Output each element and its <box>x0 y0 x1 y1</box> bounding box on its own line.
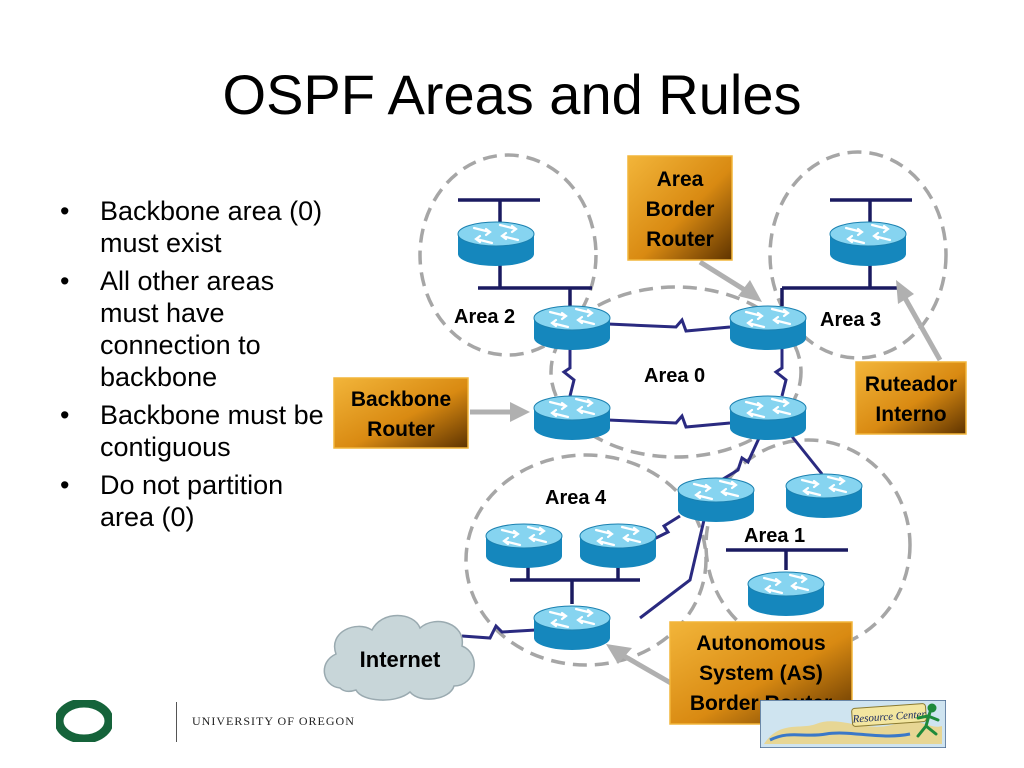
callout-backbone-router: Backbone Router <box>333 377 469 449</box>
logo-divider <box>176 702 177 742</box>
area0-label: Area 0 <box>644 365 705 387</box>
area4-label: Area 4 <box>545 487 607 509</box>
bullet-item: • Backbone must be contiguous <box>58 399 328 463</box>
bullet-text: Do not partition area (0) <box>100 470 284 532</box>
bullet-dot: • <box>60 400 70 430</box>
uo-o-icon <box>56 700 112 742</box>
internet-cloud <box>323 614 475 701</box>
callout-asbr-line2: System (AS) <box>699 662 823 685</box>
resource-center-label: Resource Center <box>851 708 927 725</box>
callout-asbr-line1: Autonomous <box>696 632 825 655</box>
area2-label: Area 2 <box>454 306 515 328</box>
area3-boundary <box>768 150 948 360</box>
internet-label: Internet <box>360 647 441 672</box>
slide-title: OSPF Areas and Rules <box>222 63 802 126</box>
router-area4-a <box>484 522 564 570</box>
callout-internal-line1: Ruteador <box>865 373 957 396</box>
router-asbr <box>532 604 612 652</box>
resource-center-badge: Resource Center <box>760 700 946 748</box>
bullet-text: Backbone area (0) must exist <box>100 196 323 258</box>
area2-boundary <box>418 153 598 357</box>
callout-backbone-line1: Backbone <box>351 388 451 411</box>
bullet-dot: • <box>60 196 70 226</box>
callout-internal-line2: Interno <box>875 403 946 426</box>
university-name: UNIVERSITY OF OREGON <box>192 714 355 728</box>
bullet-item: • All other areas must have connection to… <box>58 265 328 393</box>
bullet-dot: • <box>60 470 70 500</box>
router-area3-internal <box>828 220 908 268</box>
bullet-list: • Backbone area (0) must exist • All other… <box>58 195 328 539</box>
router-area4-b <box>578 522 658 570</box>
runner-icon <box>916 703 940 738</box>
bullet-item: • Backbone area (0) must exist <box>58 195 328 259</box>
router-area3-abr <box>728 304 808 352</box>
bullet-text: Backbone must be contiguous <box>100 400 324 462</box>
router-area2-abr <box>532 304 612 352</box>
router-area0-abr <box>728 394 808 442</box>
callout-abr-line2: Border <box>646 198 715 221</box>
router-area1-b <box>784 472 864 520</box>
area0-boundary <box>549 285 803 459</box>
router-backbone <box>532 394 612 442</box>
callout-backbone-line2: Router <box>367 418 435 441</box>
callout-abr-line1: Area <box>657 168 704 191</box>
callout-abr-line3: Router <box>646 228 714 251</box>
bullet-dot: • <box>60 266 70 296</box>
router-area1-abr <box>676 476 756 524</box>
bullet-text: All other areas must have connection to … <box>100 266 275 392</box>
area3-label: Area 3 <box>820 309 881 331</box>
router-area2-internal <box>456 220 536 268</box>
area1-label: Area 1 <box>744 525 805 547</box>
router-area1-internal <box>746 570 826 618</box>
bullet-item: • Do not partition area (0) <box>58 469 328 533</box>
callout-internal-router: Ruteador Interno <box>855 361 967 435</box>
callout-abr: Area Border Router <box>627 155 733 261</box>
